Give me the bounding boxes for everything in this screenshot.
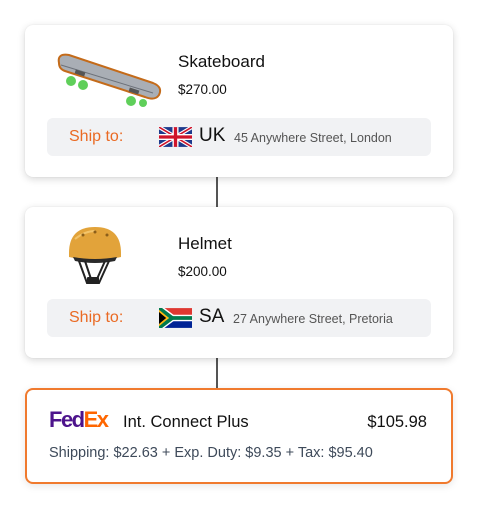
country-code: UK [199, 125, 226, 146]
connector-line-2 [216, 358, 218, 388]
shipping-service-name: Int. Connect Plus [123, 413, 249, 431]
south-africa-flag-icon [159, 308, 192, 328]
shipping-total-price: $105.98 [367, 413, 427, 431]
skateboard-image [57, 53, 162, 107]
ship-address: 45 Anywhere Street, London [234, 131, 392, 145]
shipping-cost-breakdown: Shipping: $22.63 + Exp. Duty: $9.35 + Ta… [49, 445, 373, 461]
product-name: Helmet [178, 234, 232, 253]
product-card-skateboard[interactable]: Skateboard $270.00 Ship to: UK 45 Anywhe… [25, 25, 453, 177]
connector-line-1 [216, 177, 218, 207]
country-code: SA [199, 306, 225, 327]
product-price: $200.00 [178, 264, 227, 279]
uk-flag-icon [159, 127, 192, 147]
product-price: $270.00 [178, 82, 227, 97]
product-name: Skateboard [178, 52, 265, 71]
ship-to-label: Ship to: [69, 309, 124, 326]
product-card-helmet[interactable]: Helmet $200.00 Ship to: SA 27 Anywhere S… [25, 207, 453, 358]
ship-to-row: Ship to: SA 27 Anywhere Street, Pretoria [47, 299, 431, 337]
ship-to-label: Ship to: [69, 128, 124, 145]
ship-to-row: Ship to: UK 45 Anywhere Street, London [47, 118, 431, 156]
shipping-option-card[interactable]: FedEx Int. Connect Plus $105.98 Shipping… [25, 388, 453, 484]
ship-address: 27 Anywhere Street, Pretoria [233, 312, 393, 326]
helmet-image [69, 227, 121, 284]
fedex-logo: FedEx [49, 407, 109, 432]
